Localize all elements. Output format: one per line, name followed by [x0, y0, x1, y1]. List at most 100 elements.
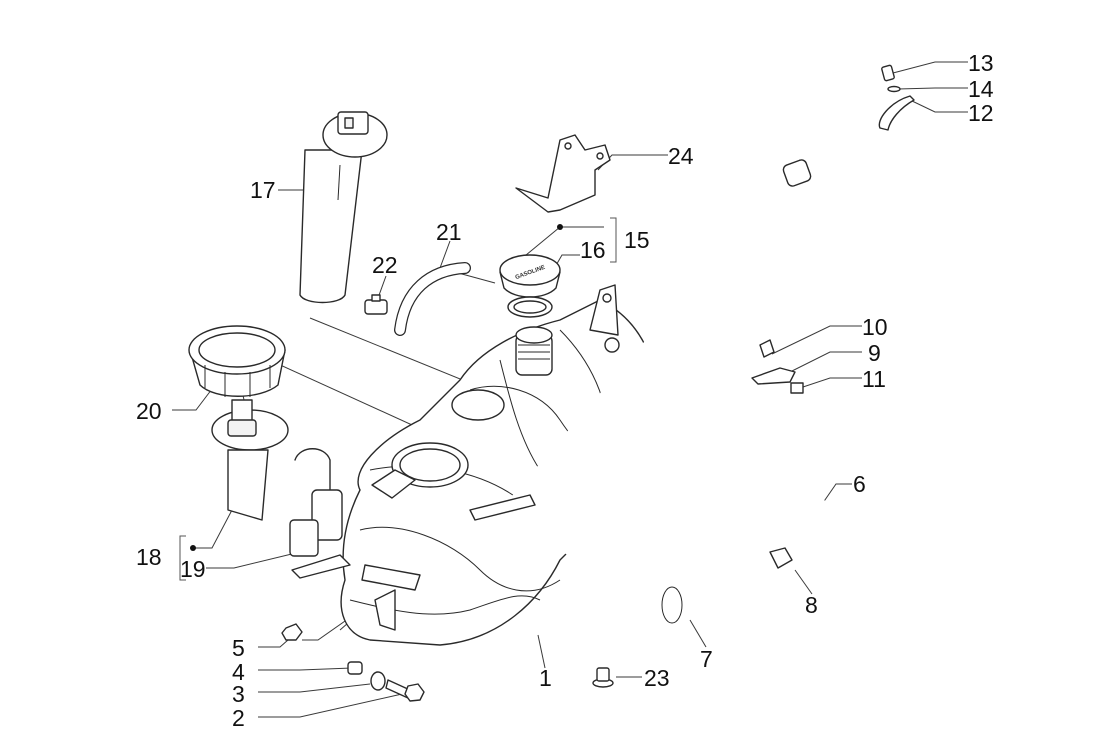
tank-contour-2: [359, 526, 561, 592]
spacer-4[interactable]: [347, 661, 363, 675]
callout-19: 19: [180, 556, 206, 582]
washer-14: [887, 85, 901, 93]
nut-5[interactable]: [281, 623, 303, 641]
clamp-22-body: [364, 299, 388, 315]
callout-1: 1: [539, 665, 552, 691]
callout-24: 24: [668, 143, 694, 169]
clamp-7-band: [661, 586, 683, 624]
tank-nipple: [604, 337, 620, 353]
group-dot-15: [557, 224, 563, 230]
sender-slot: [337, 164, 341, 201]
gasket-inner: [513, 300, 547, 314]
ring-ribs: [204, 365, 271, 397]
callout-20: 20: [136, 398, 162, 424]
callout-21: 21: [436, 219, 462, 245]
callout-18: 18: [136, 544, 162, 570]
clamp-22-tab: [371, 294, 381, 302]
group-dot-18: [190, 545, 196, 551]
tank-mount: [374, 589, 396, 631]
callout-4: 4: [232, 659, 245, 685]
nut-11: [790, 382, 804, 394]
hose-end-fitting: [782, 159, 812, 187]
pump-plug: [227, 419, 257, 437]
pump-lock-ring[interactable]: [188, 325, 286, 397]
tank-bracket: [371, 469, 416, 499]
leader-2: [258, 693, 403, 718]
bolt-2[interactable]: [385, 679, 425, 702]
bolt-10: [759, 339, 775, 358]
washer-3[interactable]: [370, 671, 386, 691]
fuel-tank[interactable]: [340, 284, 662, 646]
leader-11: [799, 377, 862, 389]
shield-hole-2: [596, 152, 604, 160]
hose-clamp-8[interactable]: [769, 547, 793, 569]
hose-fill: [498, 136, 920, 641]
leader-13: [892, 61, 968, 74]
callout-12: 12: [968, 100, 994, 126]
shield-plate: [515, 134, 611, 213]
leader-14: [897, 87, 968, 90]
leader-1: [537, 634, 546, 669]
pump-body: [227, 449, 269, 521]
callout-6: 6: [853, 471, 866, 497]
vent-hose[interactable]: [394, 262, 471, 336]
callout-17: 17: [250, 177, 276, 203]
cap-gasket[interactable]: [507, 296, 553, 318]
hose-clamp-22[interactable]: [364, 294, 388, 315]
drain-plug-23[interactable]: [592, 667, 614, 688]
callout-2: 2: [232, 705, 245, 731]
callout-11: 11: [862, 366, 886, 392]
leader-7: [689, 619, 707, 648]
tank-strap: [361, 564, 421, 591]
fuel-cap[interactable]: GASOLINE: [499, 254, 561, 298]
hose-clamp-7[interactable]: [661, 586, 683, 624]
leader-10: [771, 325, 862, 355]
callout-15: 15: [624, 227, 650, 253]
callout-22: 22: [372, 252, 398, 278]
leader-3: [258, 683, 371, 693]
callout-13: 13: [968, 50, 994, 76]
sender-pin: [344, 117, 354, 129]
fuel-level-sender[interactable]: [299, 111, 388, 304]
bracket-15: [610, 217, 617, 263]
spacer-4-body: [347, 661, 363, 675]
callout-14: 14: [968, 76, 994, 102]
cap-top: [499, 254, 561, 286]
mount-tab-hole: [602, 293, 612, 303]
callout-23: 23: [644, 665, 670, 691]
fuel-pump[interactable]: [211, 399, 351, 579]
filler-thread: [518, 344, 550, 360]
shield-hole-1: [564, 142, 572, 150]
sender-tube: [299, 149, 363, 304]
leader-18: [192, 509, 233, 549]
callout-labels: 13 14 12 24 15 16 21 22 17 20 18 19 5 4 …: [136, 50, 994, 731]
clip-12: [878, 95, 915, 131]
hose-clip-assembly[interactable]: [878, 64, 915, 131]
leader-12: [909, 99, 968, 113]
washer-3-ring: [370, 671, 386, 691]
leader-9: [789, 351, 862, 373]
callout-9: 9: [868, 340, 881, 366]
bolt-2-head: [404, 683, 425, 702]
pump-hose: [294, 448, 331, 491]
filler-neck-top: [515, 326, 553, 344]
leader-4: [258, 667, 353, 671]
heat-shield[interactable]: [515, 134, 611, 213]
pump-foot: [291, 554, 351, 579]
hose-tank-link: [469, 494, 536, 521]
pump-connector: [231, 399, 253, 423]
nut-5-hex: [281, 623, 303, 641]
breather-hose[interactable]: [469, 136, 920, 641]
callout-8: 8: [805, 592, 818, 618]
callout-7: 7: [700, 646, 713, 672]
callout-3: 3: [232, 681, 245, 707]
callout-16: 16: [580, 237, 606, 263]
sender-opening: [451, 389, 505, 421]
group-brackets: [179, 217, 617, 581]
screw-13: [881, 64, 895, 82]
pump-module: [289, 519, 319, 557]
leader-19: [206, 551, 301, 569]
plug-body: [596, 667, 610, 682]
hose-bracket-assembly[interactable]: [751, 339, 804, 394]
